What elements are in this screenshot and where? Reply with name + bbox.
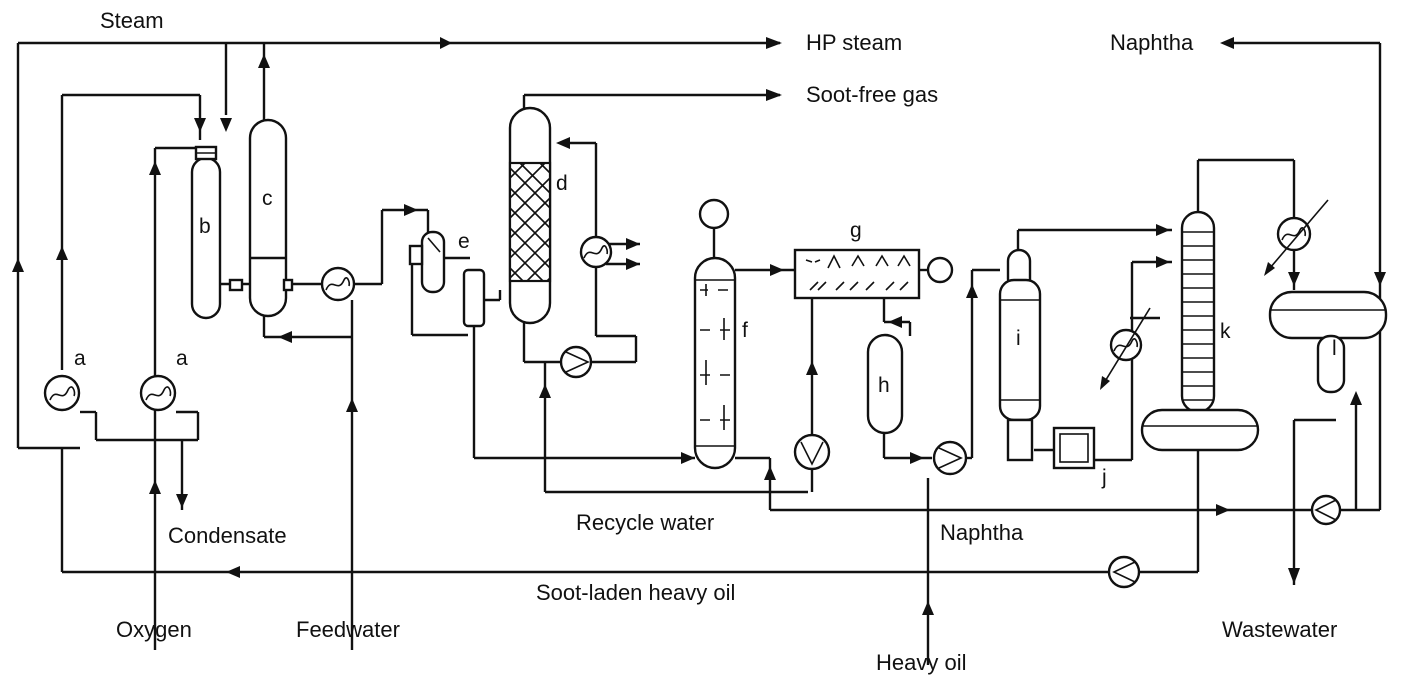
unit-label-f: f <box>742 319 748 342</box>
arrow-i-feed <box>966 284 978 298</box>
arrow-condenser-out <box>1288 272 1300 286</box>
unit-label-h: h <box>878 374 890 397</box>
label-feedwater: Feedwater <box>296 617 400 642</box>
reactor-b <box>190 145 222 320</box>
unit-j <box>1052 426 1096 470</box>
exchanger-a2 <box>139 374 177 412</box>
label-soot-free-gas: Soot-free gas <box>806 82 938 107</box>
arrow-heavy-oil-return <box>226 566 240 578</box>
arrow-naphtha-return <box>1216 504 1230 516</box>
label-heavy-oil: Heavy oil <box>876 650 966 675</box>
label-recycle-water: Recycle water <box>576 510 714 535</box>
separator-column-f <box>693 198 737 470</box>
exchanger-a1 <box>43 374 81 412</box>
arrow-soot-free-gas <box>766 89 782 101</box>
reflux-cooler <box>579 235 613 269</box>
unit-label-i: i <box>1016 327 1021 350</box>
label-wastewater: Wastewater <box>1222 617 1337 642</box>
decanter-l <box>1268 290 1388 394</box>
soot-oil-pump <box>1107 555 1141 589</box>
arrow-recycle-up <box>539 384 551 398</box>
vessel-h <box>866 333 904 435</box>
unit-label-e: e <box>458 230 470 253</box>
separator-e <box>462 268 486 328</box>
arrow-oxygen-up <box>149 161 161 175</box>
unit-label-d: d <box>556 172 568 195</box>
waste-heat-boiler-c <box>228 118 294 318</box>
column-i <box>998 248 1042 462</box>
arrow-steam-to-b-2 <box>220 118 232 132</box>
arrow-g-water <box>806 361 818 375</box>
arrow-f-out <box>764 466 776 480</box>
unit-label-c: c <box>262 187 273 210</box>
arrow-i-to-k <box>1156 224 1170 236</box>
arrow-h-in <box>888 316 902 328</box>
arrow-naphtha-product <box>1220 37 1234 49</box>
side-cooler <box>1100 307 1151 390</box>
arrow-heavy-oil <box>922 601 934 615</box>
arrow-f-to-g <box>770 264 784 276</box>
d-circulation-pump <box>559 345 593 379</box>
arrow-wastewater <box>1288 568 1300 584</box>
recycle-water-pump <box>793 433 831 471</box>
mixer-g <box>793 248 954 300</box>
unit-label-b: b <box>199 215 211 238</box>
label-soot-laden-heavy-oil: Soot-laden heavy oil <box>536 580 735 605</box>
unit-label-j: j <box>1101 466 1107 489</box>
label-condensate: Condensate <box>168 523 287 548</box>
arrow-l-out <box>1350 391 1362 405</box>
arrow-j-to-k <box>1156 256 1170 268</box>
arrow-reflux <box>556 137 570 149</box>
arrow-hp-steam <box>766 37 782 49</box>
arrow-feedwater-up <box>346 398 358 412</box>
label-hp-steam: HP steam <box>806 30 902 55</box>
label-naphtha-return: Naphtha <box>940 520 1024 545</box>
heavy-oil-pump <box>932 440 968 476</box>
arrow-naphtha-down <box>1374 272 1386 286</box>
arrow-to-f-bottom <box>681 452 695 464</box>
quench-e <box>408 230 446 294</box>
arrow-condensate-out <box>176 494 188 508</box>
naphtha-pump <box>1310 494 1342 526</box>
scrubber-column-d <box>508 106 552 325</box>
arrow-to-e <box>404 204 418 216</box>
unit-label-g: g <box>850 219 862 242</box>
feedwater-exchanger <box>320 266 356 302</box>
arrow-cooling-out <box>626 258 640 270</box>
label-oxygen: Oxygen <box>116 617 192 642</box>
arrow-a1-up <box>56 246 68 260</box>
label-steam: Steam <box>100 8 164 33</box>
arrow-steam-left-up <box>12 258 24 272</box>
flow-arrows <box>12 37 1386 615</box>
arrow-oxygen-up-2 <box>149 480 161 494</box>
arrow-steam-to-b <box>194 118 206 132</box>
unit-label-k: k <box>1220 320 1231 343</box>
label-naphtha-product: Naphtha <box>1110 30 1194 55</box>
distillation-column-k <box>1140 210 1260 452</box>
overhead-condenser <box>1264 199 1329 276</box>
arrow-c-steam-out <box>258 54 270 68</box>
unit-label-a2: a <box>176 347 188 370</box>
arrow-h-to-pump <box>910 452 924 464</box>
arrow-c-bottom <box>278 331 292 343</box>
unit-label-a1: a <box>74 347 86 370</box>
arrow-steam-header-1 <box>440 37 452 49</box>
unit-label-l: l <box>1332 337 1337 360</box>
arrow-cooling-in <box>626 238 640 250</box>
